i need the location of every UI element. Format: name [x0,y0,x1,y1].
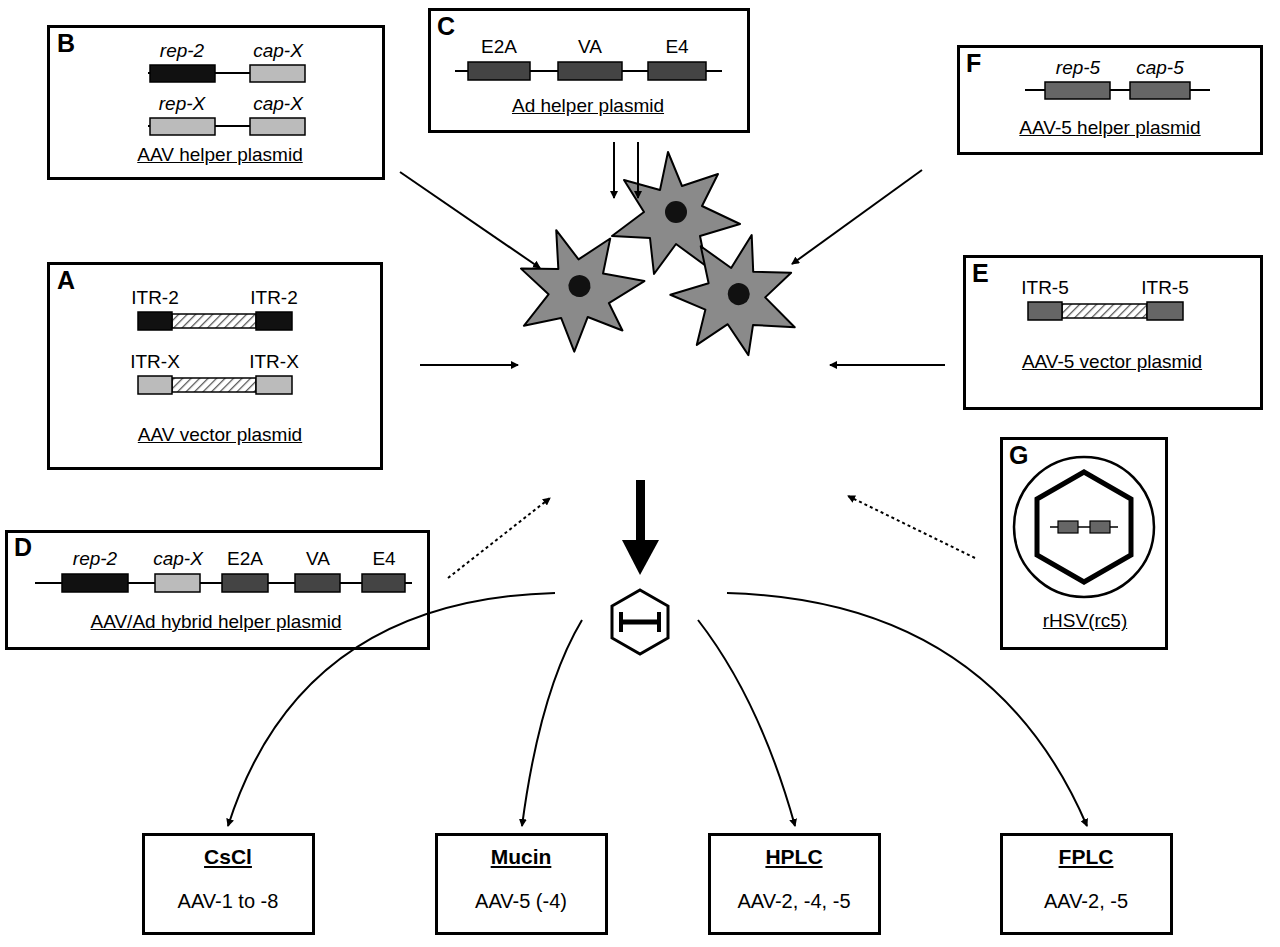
gene-label: ITR-2 [131,287,179,309]
gene-label: AAV-5 (-4) [475,890,567,913]
gene-label: E4 [665,36,688,58]
gene-label: rep-5 [1056,57,1100,79]
gene-label: ITR-X [249,351,299,373]
virus-icon [1014,457,1154,597]
gene-label: ITR-2 [250,287,298,309]
panel-letter: F [966,49,981,78]
gene-label: VA [578,36,602,58]
panel-letter: C [437,12,455,41]
method-box: CsClAAV-1 to -8 [142,833,315,935]
purification-arrows [228,593,1087,826]
plasmid-caption: AAV-5 helper plasmid [1019,117,1200,139]
panel-letter: B [57,29,75,58]
gene-label: ITR-X [130,351,180,373]
method-title: CsCl [204,845,252,869]
plasmid-box: Brep-2 cap-X rep-X cap-X AAV helper plasmid [47,25,385,180]
plasmid-box: E ITR-5 ITR-5AAV-5 vector plasmid [963,255,1263,410]
gene-label: AAV-2, -5 [1044,890,1128,913]
method-box: MucinAAV-5 (-4) [435,833,608,935]
gene-map [148,65,305,135]
input-arrows [400,142,975,578]
panel-letter: E [972,259,989,288]
panel-letter: D [14,533,32,562]
plasmid-caption: AAV vector plasmid [138,424,302,446]
gene-map [35,574,412,592]
gene-label: rep-X [159,93,205,115]
plasmid-caption: AAV/Ad hybrid helper plasmid [91,611,342,633]
plasmid-box: Drep-2 cap-X E2A VA E4AAV/Ad hybrid helper p… [5,530,430,650]
plasmid-caption: Ad helper plasmid [512,95,664,117]
gene-label: E2A [227,548,263,570]
method-title: Mucin [491,845,552,869]
gene-label: ITR-5 [1021,277,1069,299]
gene-label: E4 [372,548,395,570]
plasmid-caption: AAV helper plasmid [137,144,302,166]
gene-map [1025,82,1210,99]
vector-map [1028,302,1183,320]
method-box: FPLC AAV-2, -5 [1000,833,1173,935]
gene-label: VA [306,548,330,570]
gene-label: ITR-5 [1141,277,1189,299]
aav-capsid [612,590,668,654]
plasmid-box: A ITR-2 ITR-2ITR-X ITR-X AAV vector plasmid [47,262,383,470]
virus-box: GrHSV(rc5) [1000,437,1168,650]
plasmid-caption: rHSV(rc5) [1043,610,1127,632]
production-arrow [622,480,659,575]
gene-label: cap-X [253,40,303,62]
gene-label: cap-X [253,93,303,115]
producer-cells [502,152,819,374]
gene-map [455,62,722,80]
gene-label: rep-2 [73,548,117,570]
method-title: FPLC [1059,845,1114,869]
gene-label: AAV-1 to -8 [178,890,279,913]
plasmid-box: C E2A VA E4 Ad helper plasmid [428,8,750,133]
gene-label: cap-X [153,548,203,570]
gene-label: rep-2 [160,40,204,62]
method-title: HPLC [765,845,822,869]
plasmid-box: Frep-5 cap-5AAV-5 helper plasmid [957,45,1263,155]
panel-letter: A [57,266,75,295]
gene-label: E2A [481,36,517,58]
gene-label: AAV-2, -4, -5 [737,890,850,913]
panel-letter: G [1009,441,1028,470]
gene-label: cap-5 [1136,57,1184,79]
plasmid-caption: AAV-5 vector plasmid [1022,351,1202,373]
method-box: HPLC AAV-2, -4, -5 [708,833,881,935]
